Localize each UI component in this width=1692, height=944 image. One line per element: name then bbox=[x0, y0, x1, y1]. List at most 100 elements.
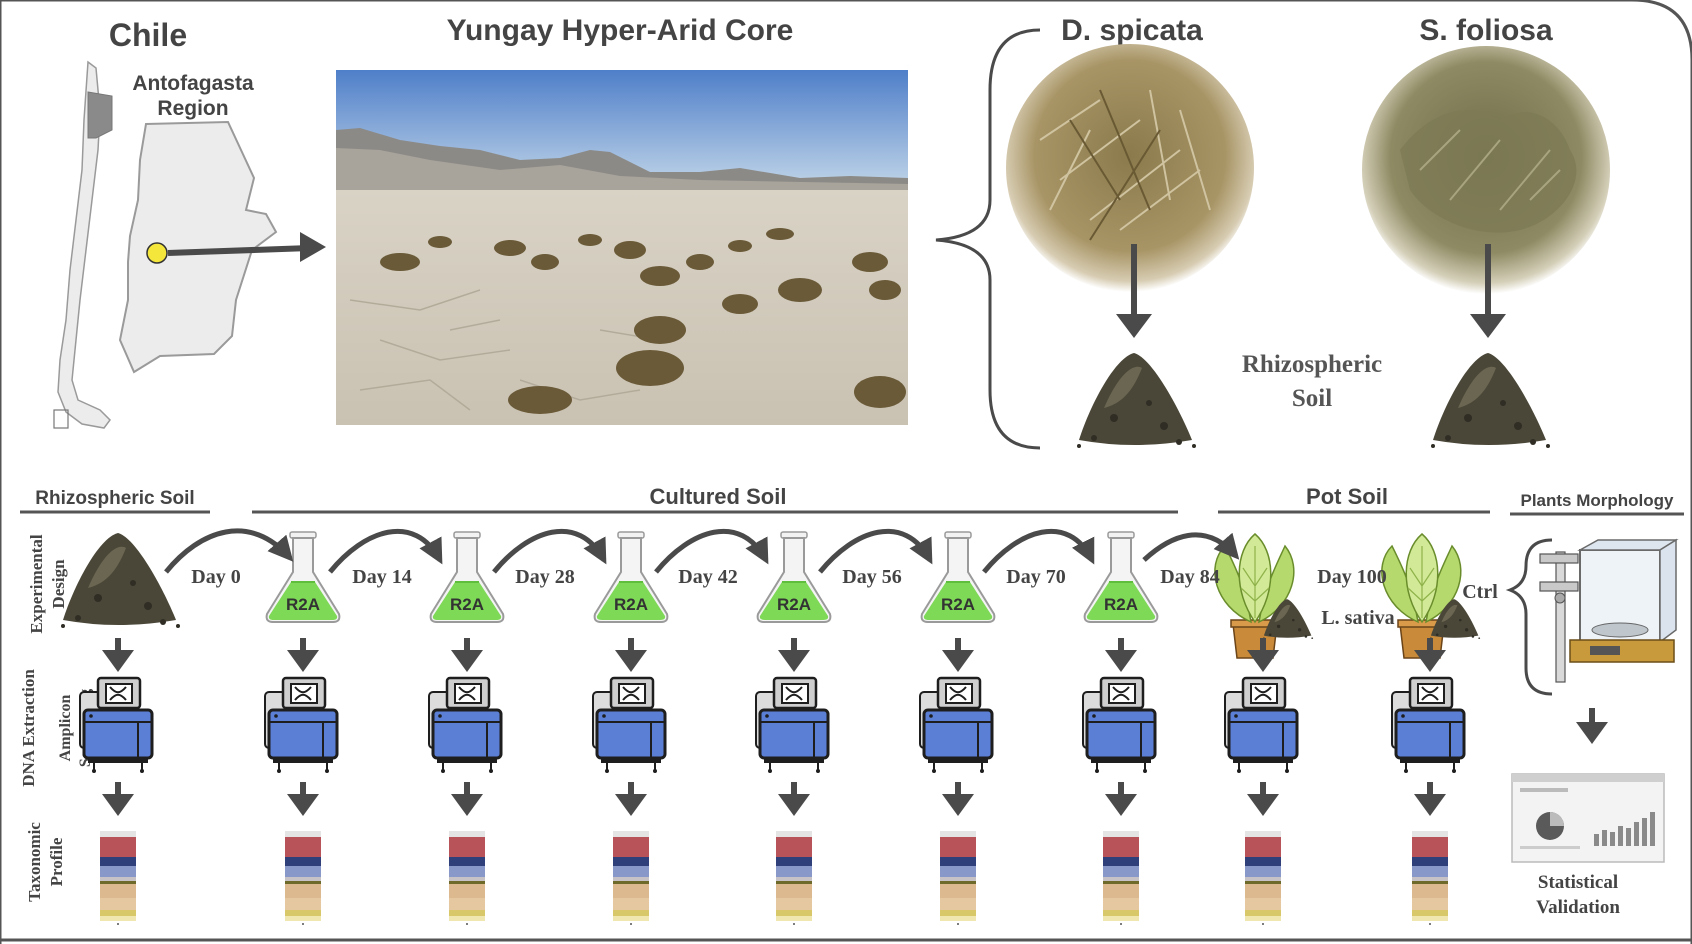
analytical-balance-icon bbox=[1569, 538, 1679, 663]
medium-label: R2A bbox=[450, 595, 484, 614]
day-label: Day 42 bbox=[678, 566, 737, 588]
plant-left-title: D. spicata bbox=[1061, 14, 1203, 47]
section-pot: Pot Soil bbox=[1306, 484, 1388, 509]
soil-pile-icon bbox=[1077, 353, 1196, 448]
down-arrow-icon bbox=[451, 782, 483, 816]
control-label: Ctrl bbox=[1462, 581, 1498, 603]
statistics-dashboard-icon bbox=[1511, 773, 1665, 863]
pipeline-column: R2A bbox=[1081, 531, 1159, 925]
site-marker bbox=[146, 242, 168, 264]
pipeline-column bbox=[1214, 533, 1314, 925]
medium-label: R2A bbox=[614, 595, 648, 614]
row-label-taxonomic-line: Taxonomic bbox=[25, 822, 44, 902]
region-label-line: Antofagasta bbox=[132, 72, 254, 95]
pipeline-column: R2A bbox=[427, 531, 505, 925]
dna-sequencer-icon bbox=[591, 676, 667, 775]
lettuce-pot-icon bbox=[1381, 533, 1462, 659]
taxonomic-bar-icon bbox=[613, 831, 649, 925]
down-arrow-icon bbox=[287, 638, 319, 672]
rhizospheric-soil-label-line: Soil bbox=[1292, 385, 1332, 412]
plant-right-photo bbox=[1362, 46, 1610, 294]
dna-sequencer-icon bbox=[1390, 676, 1466, 775]
pipeline-column: R2A bbox=[263, 531, 341, 925]
down-arrow-icon bbox=[778, 638, 810, 672]
medium-label: R2A bbox=[286, 595, 320, 614]
plant-right-title: S. foliosa bbox=[1419, 14, 1553, 47]
taxonomic-bar-icon bbox=[449, 831, 485, 925]
taxonomic-bar-icon bbox=[940, 831, 976, 925]
day-labels: Day 0 Day 14 Day 28 Day 42 Day 56 Day 70 Day 8… bbox=[191, 566, 1386, 588]
grouping-brace bbox=[935, 28, 1041, 450]
taxonomic-bar-icon bbox=[1103, 831, 1139, 925]
taxonomic-bar-icon bbox=[100, 831, 136, 925]
dna-sequencer-icon bbox=[263, 676, 339, 775]
day-label: Day 14 bbox=[352, 566, 411, 588]
dna-sequencer-icon bbox=[427, 676, 503, 775]
down-arrow-icon bbox=[1105, 782, 1137, 816]
down-arrow-icon bbox=[615, 782, 647, 816]
taxonomic-bar-icon bbox=[285, 831, 321, 925]
dna-sequencer-icon bbox=[918, 676, 994, 775]
row-label-amplicon-line: Amplicon bbox=[57, 695, 74, 762]
pipeline-column: R2A bbox=[754, 531, 832, 925]
down-arrow-icon bbox=[942, 638, 974, 672]
rhizospheric-soil-label-line: Rhizospheric bbox=[1242, 351, 1382, 378]
down-arrow-icon bbox=[102, 638, 134, 672]
dna-sequencer-icon bbox=[1223, 676, 1299, 775]
pipeline-column: R2A bbox=[918, 531, 996, 925]
down-arrow-icon bbox=[1247, 782, 1279, 816]
taxonomic-bar-icon bbox=[1245, 831, 1281, 925]
statistical-validation-label-line: Validation bbox=[1536, 897, 1620, 918]
section-rhizospheric: Rhizospheric Soil bbox=[35, 488, 194, 509]
pot-plant-label: L. sativa bbox=[1321, 607, 1394, 629]
taxonomic-bar-icon bbox=[776, 831, 812, 925]
region-label-line: Region bbox=[157, 97, 228, 120]
desert-landscape-photo bbox=[336, 70, 908, 425]
pipeline: R2A R2A R2A R2A R2A R2A bbox=[61, 531, 1481, 925]
down-arrow-icon bbox=[778, 782, 810, 816]
taxonomic-bar-icon bbox=[1412, 831, 1448, 925]
soil-pile-icon bbox=[1431, 353, 1550, 448]
soil-pile-icon bbox=[61, 533, 180, 628]
day-label: Day 70 bbox=[1006, 566, 1065, 588]
plant-left-photo bbox=[1006, 44, 1254, 292]
day-label: Day 0 bbox=[191, 566, 240, 588]
medium-label: R2A bbox=[777, 595, 811, 614]
transition-arrows bbox=[164, 528, 1240, 574]
pipeline-column: R2A bbox=[591, 531, 669, 925]
row-label-design-line: Design bbox=[49, 559, 68, 609]
down-arrow-icon bbox=[287, 782, 319, 816]
section-cultured: Cultured Soil bbox=[650, 484, 787, 509]
down-arrow-icon bbox=[451, 638, 483, 672]
statistical-validation-label-line: Statistical bbox=[1538, 872, 1618, 893]
site-title: Yungay Hyper-Arid Core bbox=[447, 14, 794, 47]
down-arrow-icon bbox=[942, 782, 974, 816]
country-title: Chile bbox=[109, 17, 187, 53]
dna-sequencer-icon bbox=[754, 676, 830, 775]
dna-sequencer-icon bbox=[78, 676, 154, 775]
dna-sequencer-icon bbox=[1081, 676, 1157, 775]
medium-label: R2A bbox=[1104, 595, 1138, 614]
medium-label: R2A bbox=[941, 595, 975, 614]
lettuce-pot-icon bbox=[1214, 533, 1295, 659]
day-label: Day 84 bbox=[1160, 566, 1219, 588]
day-label: Day 100 bbox=[1317, 566, 1386, 588]
day-label: Day 28 bbox=[515, 566, 574, 588]
down-arrow-icon bbox=[1105, 638, 1137, 672]
row-label-dna: DNA Extraction bbox=[19, 669, 38, 787]
down-arrow-icon bbox=[615, 638, 647, 672]
down-arrow-icon bbox=[1414, 782, 1446, 816]
row-label-design-line: Experimental bbox=[27, 534, 46, 633]
row-label-taxonomic-line: Profile bbox=[47, 837, 66, 886]
day-label: Day 56 bbox=[842, 566, 901, 588]
caliper-icon bbox=[1539, 551, 1579, 683]
down-arrow-icon bbox=[102, 782, 134, 816]
section-morphology: Plants Morphology bbox=[1521, 491, 1675, 510]
